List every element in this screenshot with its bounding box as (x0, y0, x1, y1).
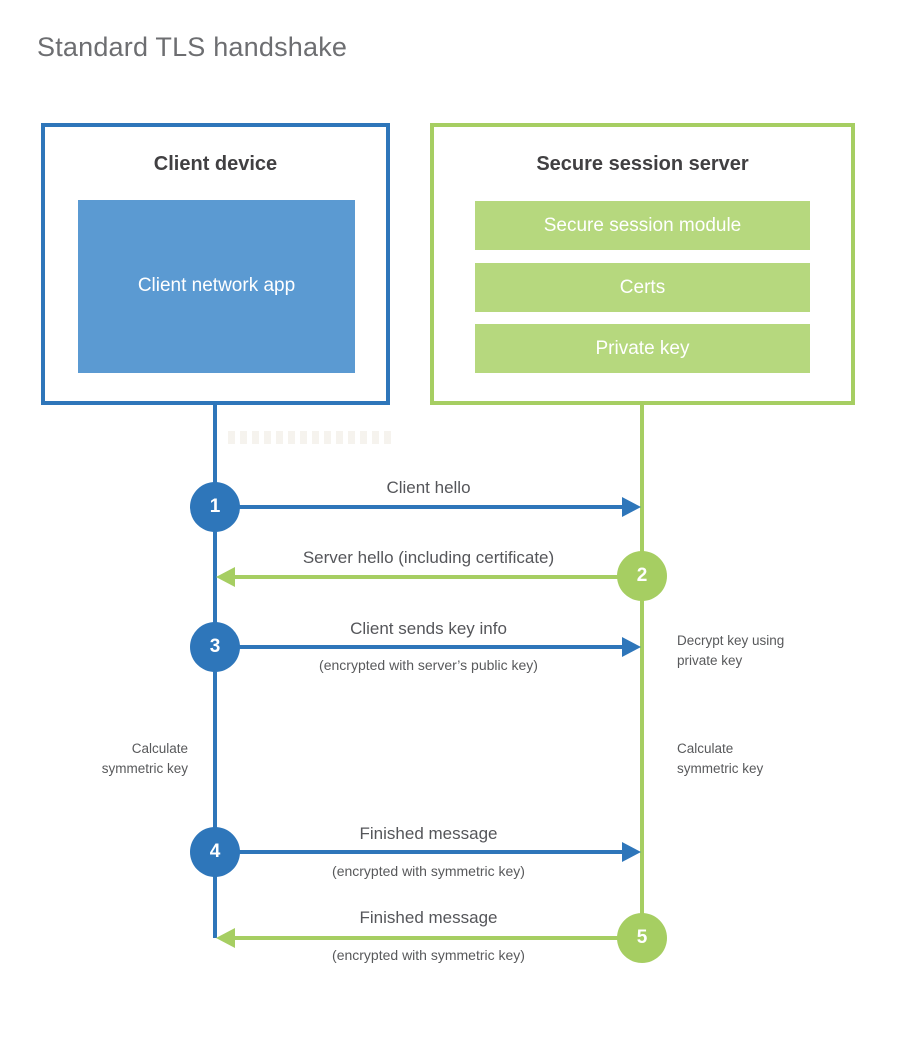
step3-arrow-line (215, 645, 625, 649)
secure-session-server-title: Secure session server (536, 153, 749, 175)
step1-arrowhead-right-icon (622, 497, 641, 517)
step3-label: Client sends key info (350, 619, 507, 638)
step2-circle: 2 (617, 551, 667, 601)
faint-tick-artifact (228, 431, 392, 444)
step4-circle: 4 (190, 827, 240, 877)
server-module-private-key: Private key (475, 324, 810, 373)
server-module-secure-session-module: Secure session module (475, 201, 810, 250)
step2-arrowhead-left-icon (216, 567, 235, 587)
decrypt-key-note: Decrypt key using private key (677, 633, 785, 668)
step5-sublabel: (encrypted with symmetric key) (332, 947, 525, 963)
step1-number: 1 (209, 496, 221, 517)
server-lifeline (640, 405, 644, 940)
step2-number: 2 (636, 565, 648, 586)
step1-label: Client hello (386, 478, 471, 497)
step5-number: 5 (636, 927, 648, 948)
step4-number: 4 (209, 841, 221, 862)
step4-arrowhead-right-icon (622, 842, 641, 862)
calculate-symmetric-key-note-client: Calculate symmetric key (101, 741, 188, 776)
page-title: Standard TLS handshake (37, 32, 348, 62)
step5-circle: 5 (617, 913, 667, 963)
step4-label: Finished message (359, 824, 498, 843)
step4-sublabel: (encrypted with symmetric key) (332, 863, 525, 879)
step2-arrow-line (233, 575, 642, 579)
step3-sublabel: (encrypted with server’s public key) (319, 657, 538, 673)
step1-arrow-line (215, 505, 625, 509)
step1-circle: 1 (190, 482, 240, 532)
calculate-symmetric-key-note-server: Calculate symmetric key (677, 741, 764, 776)
step5-label: Finished message (359, 908, 498, 927)
server-module-certs: Certs (475, 263, 810, 312)
step3-circle: 3 (190, 622, 240, 672)
client-network-app-box: Client network app (78, 200, 355, 373)
step4-arrow-line (215, 850, 625, 854)
client-network-app-label: Client network app (137, 275, 296, 297)
step2-label: Server hello (including certificate) (302, 548, 555, 567)
step3-arrowhead-right-icon (622, 637, 641, 657)
client-device-title: Client device (153, 153, 278, 175)
step5-arrow-line (233, 936, 642, 940)
step5-arrowhead-left-icon (216, 928, 235, 948)
step3-number: 3 (209, 636, 221, 657)
